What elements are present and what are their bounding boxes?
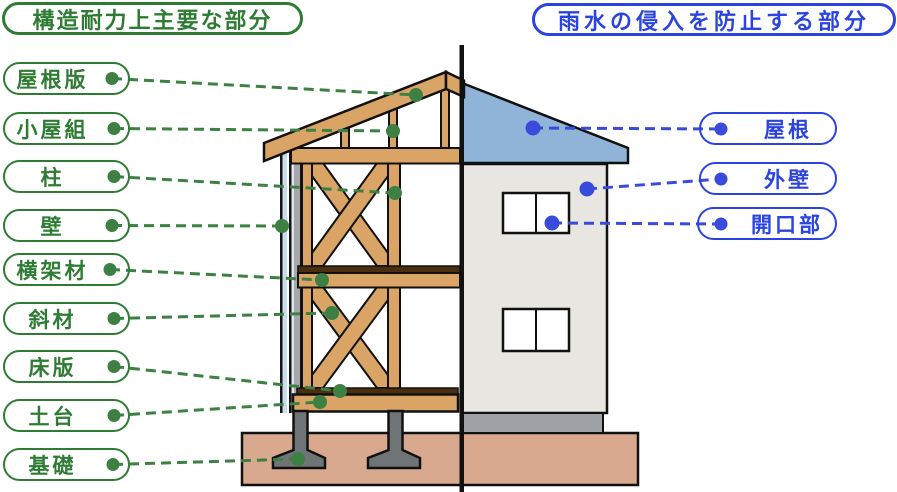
eave-beam [290, 147, 461, 165]
label-exterior-wall: 外壁 [699, 162, 837, 195]
label-roof-frame: 小屋組 [3, 112, 130, 145]
exterior-roof [460, 81, 630, 165]
center-section-line [459, 45, 464, 492]
leader-wall [105, 219, 289, 233]
exterior-foundation-band [461, 412, 604, 434]
pier-right [366, 409, 422, 470]
window-upper [501, 191, 571, 235]
leader-roof-board [105, 72, 423, 102]
window-lower [501, 307, 571, 353]
label-roof-board: 屋根版 [3, 62, 130, 95]
label-floor-board: 床版 [3, 350, 130, 383]
label-roof: 屋根 [699, 112, 837, 145]
pier-left [271, 409, 327, 470]
leader-horizontal-member [103, 263, 329, 287]
leader-roof [525, 120, 728, 136]
label-pillar: 柱 [3, 160, 130, 193]
label-horizontal-member: 横架材 [3, 253, 130, 286]
label-sill: 土台 [3, 399, 130, 432]
header-structural-parts: 構造耐力上主要な部分 [2, 2, 303, 35]
floor-board-2f [297, 265, 461, 274]
cross-brace-1f [311, 286, 389, 389]
header-rain-protection-parts: 雨水の侵入を防止する部分 [532, 3, 896, 36]
label-foundation: 基礎 [3, 448, 130, 481]
leader-exterior-wall [579, 172, 728, 197]
label-opening: 開口部 [697, 207, 837, 240]
leader-opening [544, 215, 728, 231]
cross-brace-2f [311, 162, 389, 267]
label-diagonal-member: 斜材 [3, 302, 130, 335]
label-wall: 壁 [3, 209, 130, 242]
